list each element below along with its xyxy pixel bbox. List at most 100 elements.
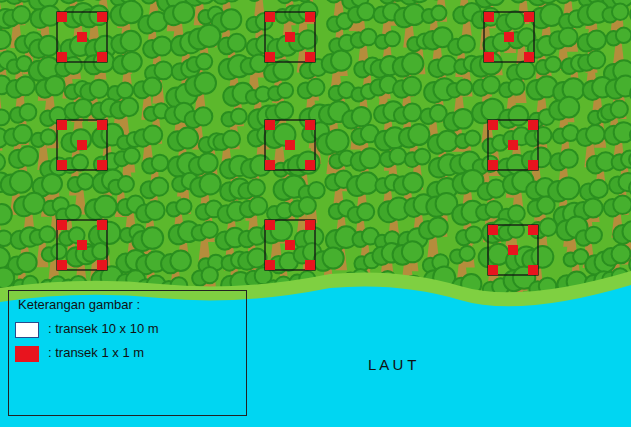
tree-canopy	[429, 56, 457, 77]
transect-1x1	[57, 160, 67, 170]
tree-canopy	[549, 28, 577, 49]
shore-band	[0, 271, 631, 427]
transect-1x1	[265, 220, 275, 230]
sea	[0, 285, 631, 427]
tree-canopy	[578, 51, 605, 71]
tree-canopy	[428, 131, 458, 154]
tree-canopy	[394, 103, 421, 123]
transect-1x1	[97, 160, 107, 170]
tree-canopy	[3, 6, 30, 26]
tree-canopy	[536, 56, 561, 74]
transect-1x1	[57, 52, 67, 62]
tree-canopy	[247, 0, 273, 1]
tree-canopy	[264, 60, 293, 82]
tree-canopy	[578, 30, 606, 51]
tree-canopy	[0, 30, 11, 51]
tree-canopy	[604, 122, 631, 144]
tree-canopy	[240, 197, 267, 217]
tree-canopy	[471, 53, 502, 77]
tree-canopy	[31, 6, 60, 28]
transect-1x1	[285, 32, 295, 42]
transect-1x1	[57, 120, 67, 130]
tree-canopy	[351, 148, 380, 170]
tree-canopy	[553, 125, 579, 144]
transect-10x10	[488, 120, 538, 170]
transect-1x1	[265, 120, 275, 130]
tree-canopy	[420, 105, 446, 124]
tree-canopy	[114, 148, 139, 166]
tree-canopy	[478, 180, 506, 201]
tree-canopy	[612, 151, 631, 171]
tree-canopy	[329, 82, 355, 101]
tree-canopy	[629, 176, 631, 196]
tree-canopy	[189, 153, 218, 175]
tree-canopy	[84, 52, 114, 75]
transect-1x1	[265, 160, 275, 170]
transect-1x1	[285, 240, 295, 250]
tree-canopy	[577, 125, 605, 146]
tree-canopy	[268, 83, 293, 101]
transect-10x10	[484, 12, 534, 62]
tree-canopy	[528, 197, 555, 217]
tree-canopy	[31, 129, 56, 147]
transect-10x10	[57, 12, 107, 62]
tree-canopy	[507, 61, 535, 82]
tree-canopy	[393, 241, 423, 264]
transect-1x1	[97, 52, 107, 62]
tree-canopy	[322, 50, 352, 73]
transect-1x1	[504, 32, 514, 42]
tree-canopy	[187, 54, 212, 72]
tree-canopy	[134, 126, 162, 147]
tree-canopy	[630, 2, 631, 24]
tree-canopy	[111, 1, 143, 26]
tree-canopy	[609, 173, 631, 194]
tree-canopy	[218, 34, 245, 54]
tree-canopy	[42, 244, 67, 262]
tree-canopy	[9, 146, 38, 168]
tree-canopy	[14, 193, 45, 217]
transect-10x10	[265, 12, 315, 62]
transect-1x1	[488, 265, 498, 275]
tree-canopy	[36, 76, 65, 98]
tree-canopy	[132, 227, 163, 251]
transect-1x1	[484, 12, 494, 22]
tree-canopy	[238, 179, 264, 198]
transect-1x1	[265, 12, 275, 22]
legend-text: : transek 1 x 1 m	[48, 345, 144, 360]
tree-canopy	[185, 72, 216, 96]
tree-canopy	[192, 221, 218, 240]
tree-canopy	[499, 106, 528, 128]
tree-canopy	[606, 28, 631, 46]
transect-1x1	[57, 260, 67, 270]
transect-10x10	[265, 120, 315, 170]
transect-1x1	[484, 52, 494, 62]
tree-canopy	[134, 78, 162, 99]
tree-canopy	[142, 155, 168, 174]
transect-plots	[57, 12, 538, 275]
transect-1x1	[528, 160, 538, 170]
tree-canopy	[479, 244, 509, 267]
transect-1x1	[77, 32, 87, 42]
tree-canopy	[393, 77, 421, 98]
tree-canopy	[289, 197, 315, 216]
transect-10x10	[265, 220, 315, 270]
transect-1x1	[97, 260, 107, 270]
tree-canopy	[313, 247, 343, 270]
tree-canopy	[606, 76, 631, 99]
tree-canopy	[4, 125, 32, 146]
tree-canopy	[550, 150, 578, 171]
transect-1x1	[528, 265, 538, 275]
tree-canopy	[0, 153, 5, 173]
sea-label: L A U T	[368, 356, 416, 373]
transect-1x1	[97, 12, 107, 22]
tree-canopy	[1, 171, 32, 195]
tree-canopy	[393, 53, 423, 76]
transect-1x1	[508, 245, 518, 255]
transect-1x1	[265, 52, 275, 62]
tree-canopy	[266, 102, 293, 122]
tree-canopy	[472, 8, 500, 29]
tree-canopy	[531, 4, 562, 28]
transect-10x10	[488, 225, 538, 275]
tree-canopy	[455, 130, 480, 148]
